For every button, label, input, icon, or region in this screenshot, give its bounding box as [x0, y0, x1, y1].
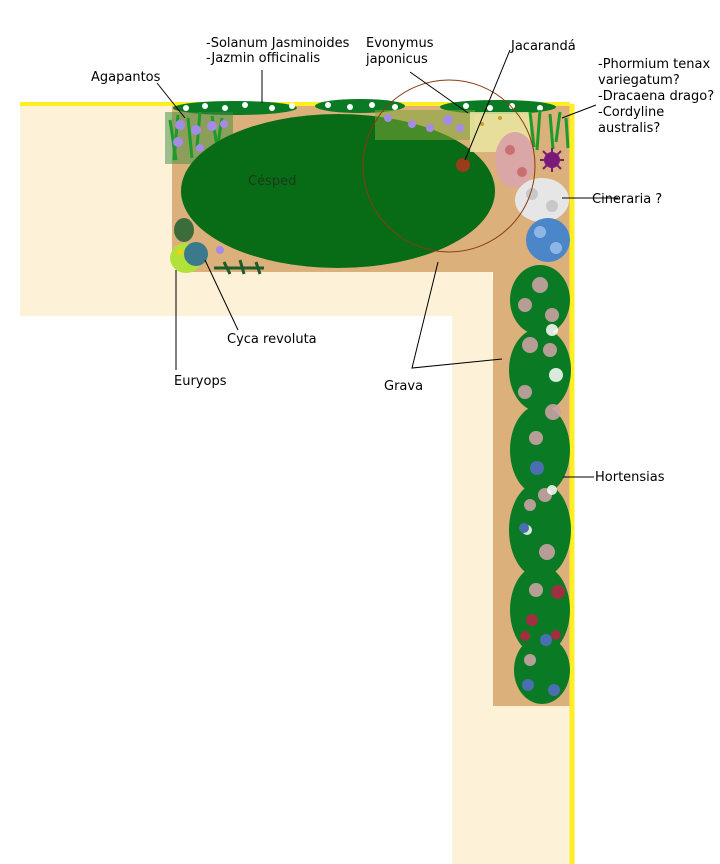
border-flower — [216, 246, 224, 254]
label-cyca: Cyca revoluta — [227, 332, 317, 347]
cycas-revoluta — [184, 242, 208, 266]
label-phormium: -Phormium tenax — [598, 57, 710, 72]
label-australis: australis? — [598, 121, 660, 136]
label-cordyline: -Cordyline — [598, 105, 664, 120]
label-jazmin: -Jazmin officinalis — [206, 51, 320, 66]
label-dracaena: -Dracaena drago? — [598, 89, 714, 104]
label-euryops: Euryops — [174, 374, 227, 389]
cineraria-shrub — [515, 178, 569, 222]
leader-lines — [156, 49, 618, 478]
top-climber-hedge — [173, 99, 556, 115]
label-evonymus-2: japonicus — [365, 52, 428, 67]
label-cineraria: Cineraria ? — [592, 192, 662, 207]
hortensias-hedge — [509, 265, 571, 704]
label-cesped: Césped — [248, 174, 296, 189]
jacaranda-trunk — [456, 158, 470, 172]
rose-shrub — [495, 132, 535, 188]
label-variegatum: variegatum? — [598, 73, 680, 88]
jacaranda-canopy — [362, 79, 536, 253]
label-solanum: -Solanum Jasminoides — [206, 36, 350, 51]
lawn — [181, 114, 495, 268]
label-agapantos: Agapantos — [91, 70, 161, 85]
label-evonymus-1: Evonymus — [366, 36, 434, 51]
label-grava: Grava — [384, 379, 423, 394]
phormium-cluster — [528, 109, 570, 172]
label-hortensias: Hortensias — [595, 470, 665, 485]
evonymus-shrubs — [375, 110, 530, 152]
blue-shrub — [526, 218, 570, 262]
label-jacaranda: Jacarandá — [510, 39, 576, 54]
border-plants — [214, 259, 264, 275]
